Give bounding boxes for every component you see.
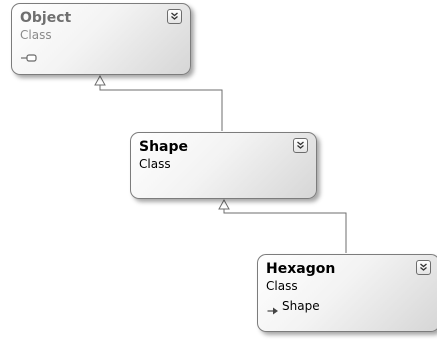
base-type-label: Shape <box>282 299 320 313</box>
connector-shape-to-object <box>99 83 223 131</box>
class-box-hexagon[interactable]: Hexagon Class Shape <box>257 254 437 332</box>
expand-chevron-icon[interactable] <box>167 9 182 24</box>
class-kind: Class <box>20 28 52 42</box>
connector-hexagon-to-shape <box>223 207 347 253</box>
inherits-arrow-icon <box>267 301 279 315</box>
class-kind: Class <box>266 279 298 293</box>
interface-lollipop-icon <box>21 47 37 62</box>
expand-chevron-icon[interactable] <box>416 260 431 275</box>
inheritance-arrowhead-object <box>94 74 106 86</box>
expand-chevron-icon[interactable] <box>293 138 308 153</box>
inheritance-arrowhead-shape <box>218 198 230 210</box>
class-box-shape[interactable]: Shape Class <box>130 132 317 199</box>
class-kind: Class <box>139 157 171 171</box>
class-name: Shape <box>139 139 189 155</box>
class-box-object[interactable]: Object Class <box>11 3 191 75</box>
base-type-row: Shape <box>267 299 320 315</box>
class-name: Hexagon <box>266 261 336 277</box>
class-name: Object <box>20 10 72 26</box>
